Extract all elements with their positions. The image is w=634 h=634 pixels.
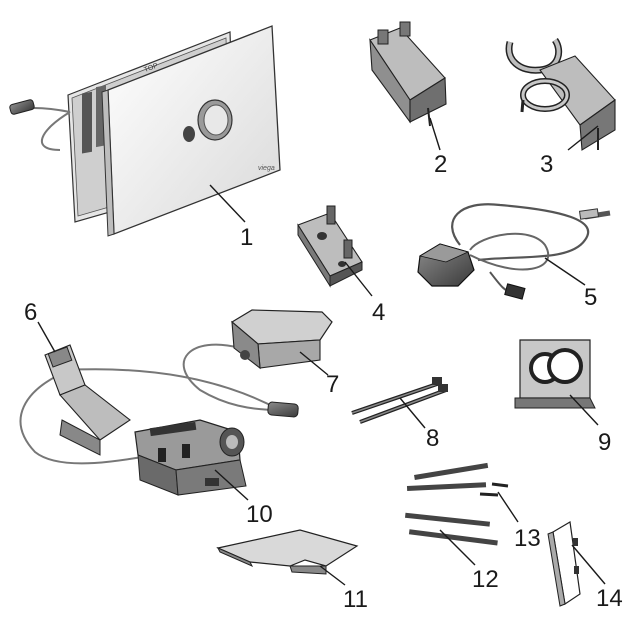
part-6-7-10-control-assembly — [19, 309, 333, 496]
callout-labels: 1 2 3 4 5 6 7 8 9 10 11 12 13 14 — [24, 151, 623, 613]
leader-4 — [344, 261, 373, 297]
part-9-angle-bracket — [514, 339, 596, 409]
leader-lines — [37, 117, 606, 586]
part-1-flush-plate: TOP viega — [9, 25, 281, 237]
callout-3: 3 — [540, 151, 553, 178]
part-11-mounting-plate — [216, 529, 359, 575]
leader-8 — [399, 397, 426, 429]
panel-top-marking: TOP — [143, 62, 159, 74]
callout-1: 1 — [240, 224, 253, 251]
leader-10 — [214, 469, 249, 501]
leader-12 — [439, 529, 476, 566]
leader-11 — [319, 565, 346, 586]
callout-8: 8 — [426, 425, 439, 452]
leader-3 — [567, 125, 599, 151]
callout-13: 13 — [514, 525, 541, 552]
part-4-terminal-block — [297, 205, 363, 288]
leader-13 — [497, 491, 519, 523]
callout-4: 4 — [372, 299, 385, 326]
part-3-clamp-holder — [505, 37, 616, 151]
leader-6 — [37, 321, 56, 353]
leader-7 — [299, 351, 329, 376]
part-2-bracket — [369, 21, 447, 127]
part-5-transformer-cable — [417, 203, 611, 300]
callout-5: 5 — [584, 284, 597, 311]
part-12-13-dowels-screws — [404, 462, 509, 546]
leader-2 — [429, 117, 441, 151]
leader-14 — [571, 544, 606, 585]
callout-2: 2 — [434, 151, 447, 178]
leader-1 — [209, 184, 246, 223]
callout-9: 9 — [598, 429, 611, 456]
callout-12: 12 — [472, 566, 499, 593]
leader-9 — [569, 394, 599, 426]
part-8-cable-ties — [351, 377, 448, 424]
callout-7: 7 — [326, 371, 339, 398]
callout-10: 10 — [246, 501, 273, 528]
leader-5 — [544, 257, 586, 286]
callout-6: 6 — [24, 299, 37, 326]
part-14-cover-strip — [547, 521, 581, 607]
callout-14: 14 — [596, 585, 623, 612]
panel-logo: viega — [258, 165, 275, 172]
callout-11: 11 — [343, 586, 368, 613]
